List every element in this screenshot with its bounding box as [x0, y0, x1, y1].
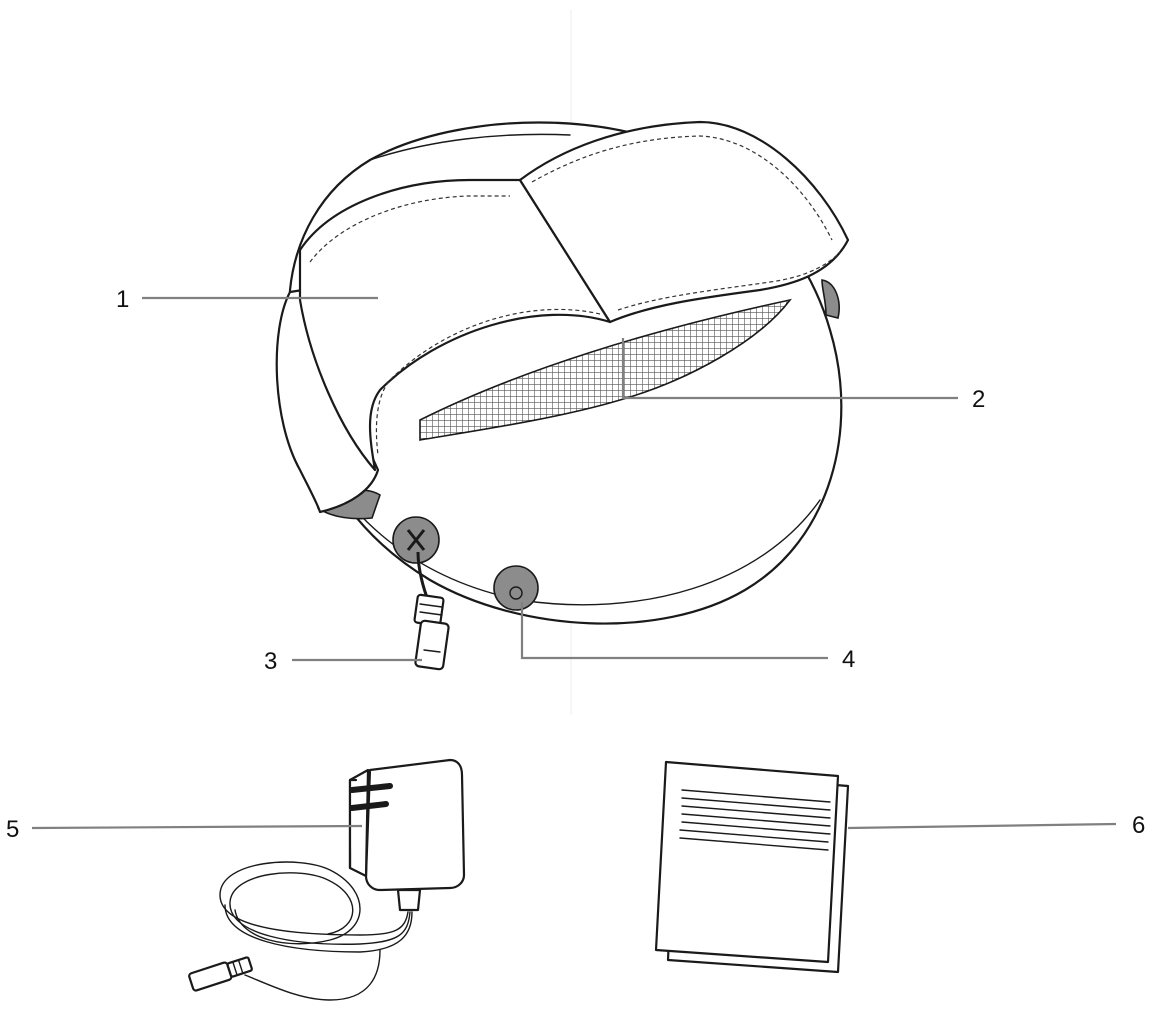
instruction-manual — [654, 760, 850, 974]
leader-lines — [31, 296, 1117, 830]
callout-5: 5 — [6, 816, 19, 843]
leader-line-5 — [31, 824, 363, 830]
leader-line-6 — [847, 822, 1117, 830]
callout-labels: 1 2 3 4 5 6 — [6, 286, 1145, 843]
leader-line-4 — [520, 602, 828, 660]
callout-3: 3 — [264, 648, 277, 675]
adapter-prongs — [349, 783, 393, 811]
side-knob-right — [821, 279, 840, 319]
callout-4: 4 — [842, 646, 855, 673]
manual-text-lines — [679, 789, 831, 851]
strap-back-flap — [518, 120, 850, 324]
cable-plug — [413, 551, 450, 671]
leader-line-2 — [621, 338, 958, 400]
massager-device — [275, 120, 850, 671]
strap-front-flap — [298, 178, 612, 472]
callout-2: 2 — [972, 386, 985, 413]
callout-1: 1 — [116, 286, 129, 313]
control-button — [493, 565, 539, 611]
port-x-mark — [406, 529, 426, 551]
mesh-panel — [419, 298, 792, 441]
callout-6: 6 — [1132, 812, 1145, 839]
adapter-cable — [219, 861, 413, 1001]
adapter-barrel-plug — [188, 956, 253, 992]
power-adapter — [188, 758, 466, 1001]
